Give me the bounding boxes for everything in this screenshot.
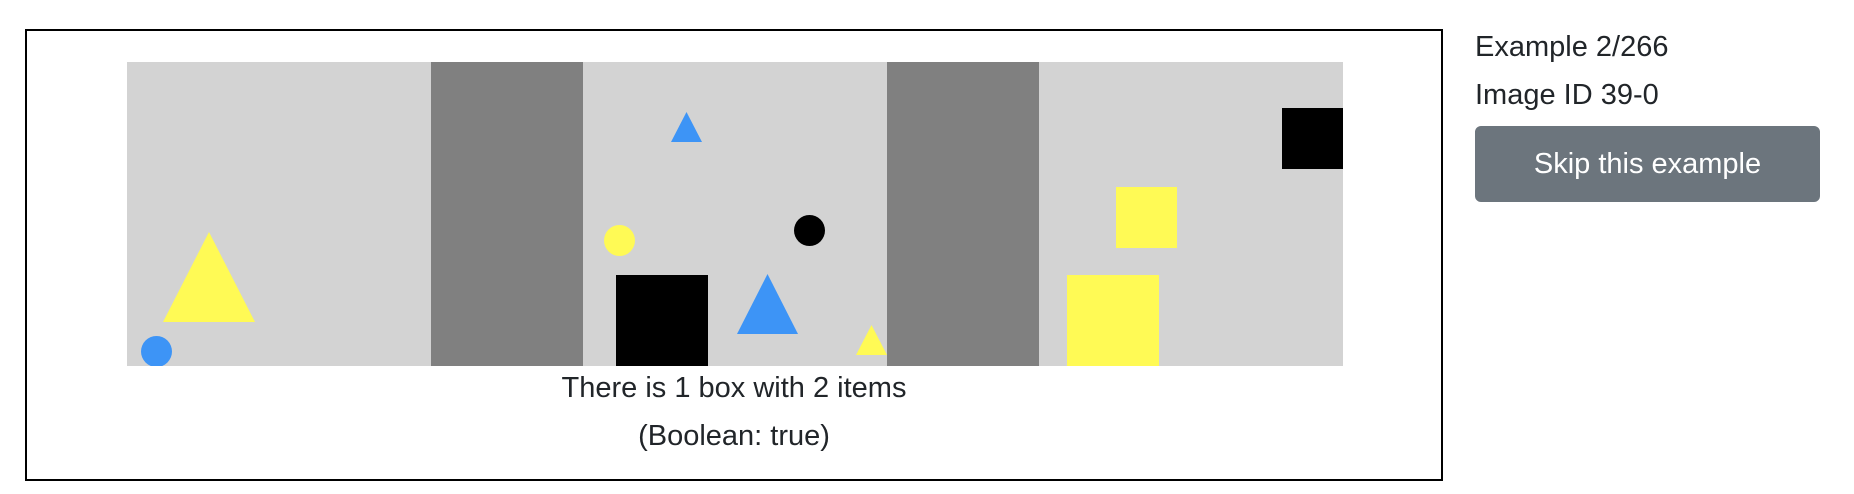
sidebar: Example 2/266 Image ID 39-0 Skip this ex… — [1475, 30, 1825, 202]
example-counter: Example 2/266 — [1475, 31, 1669, 63]
box-divider-right — [887, 62, 1039, 366]
yellow-triangle-large — [163, 232, 255, 322]
example-frame: There is 1 box with 2 items (Boolean: tr… — [25, 29, 1443, 481]
black-square-small — [1282, 108, 1343, 169]
yellow-square-small — [1116, 187, 1177, 248]
image-id: Image ID 39-0 — [1475, 79, 1659, 111]
blue-triangle-medium — [737, 274, 798, 334]
yellow-circle — [604, 225, 635, 256]
blue-circle — [141, 336, 172, 366]
blue-triangle-small — [671, 112, 702, 142]
yellow-triangle-small — [856, 325, 887, 355]
skip-example-button[interactable]: Skip this example — [1475, 126, 1820, 202]
caption-boolean: (Boolean: true) — [638, 420, 830, 452]
black-circle — [794, 215, 825, 246]
example-image — [127, 62, 1343, 366]
black-square-large — [616, 275, 708, 366]
box-divider-left — [431, 62, 583, 366]
yellow-square-large — [1067, 275, 1159, 366]
caption-statement: There is 1 box with 2 items — [561, 372, 907, 404]
